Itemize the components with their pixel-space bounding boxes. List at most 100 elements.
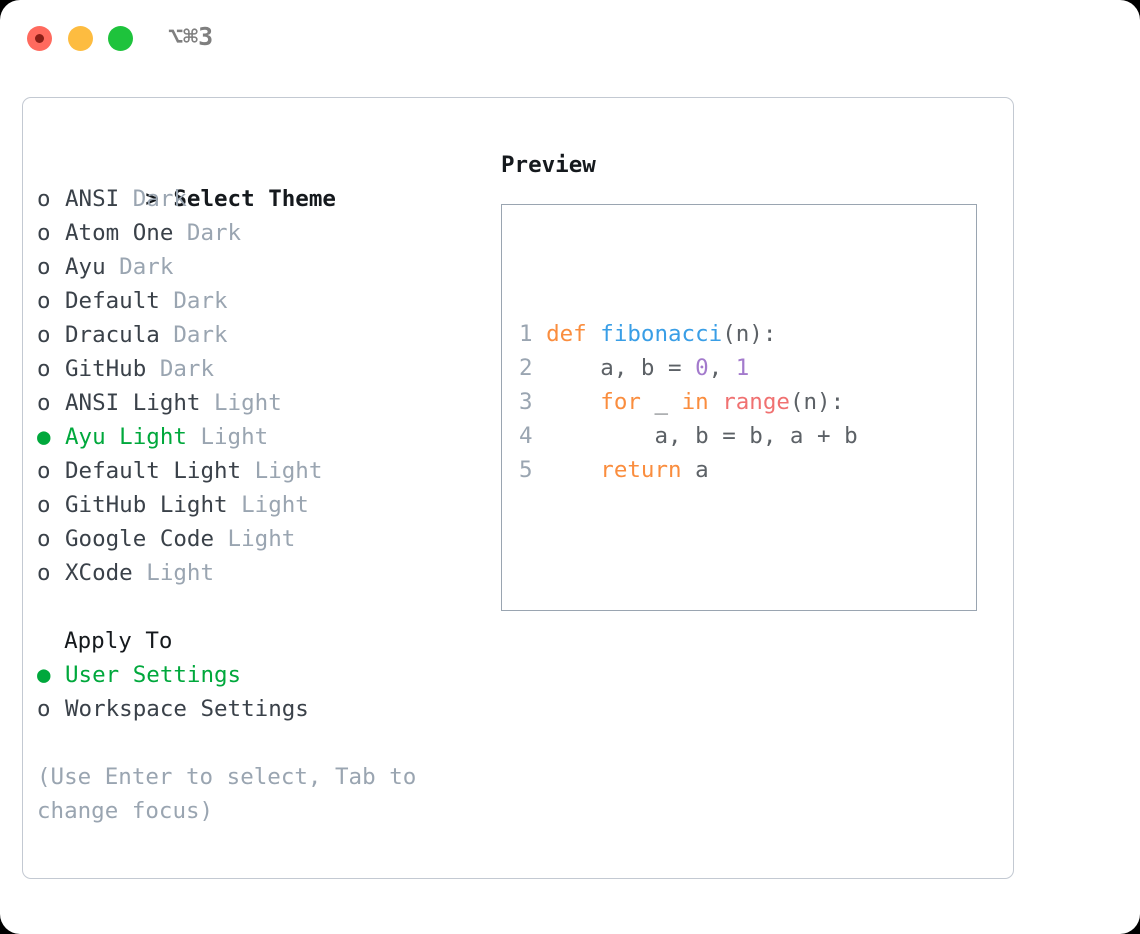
- theme-option-label: Google Code: [65, 526, 215, 552]
- code-token: def: [546, 321, 587, 347]
- apply-to-option-label: User Settings: [65, 662, 242, 688]
- code-token: fibonacci: [600, 321, 723, 347]
- theme-variant-badge: Dark: [119, 186, 187, 212]
- theme-option-ayu-light[interactable]: ● Ayu Light Light: [37, 420, 477, 454]
- theme-variant-badge: Dark: [159, 322, 228, 348]
- radio-unselected-icon: o: [37, 288, 65, 314]
- apply-to-heading: Apply To: [37, 628, 173, 654]
- theme-variant-badge: Dark: [105, 254, 174, 280]
- code-token: 0: [695, 355, 709, 381]
- theme-option-label: GitHub Light: [65, 492, 228, 518]
- theme-option-github[interactable]: o GitHub Dark: [37, 352, 477, 386]
- code-token: (n):: [789, 389, 845, 415]
- radio-unselected-icon: o: [37, 254, 65, 280]
- code-gutter-space: [533, 423, 547, 449]
- theme-variant-badge: Light: [214, 526, 296, 552]
- radio-unselected-icon: o: [37, 390, 65, 416]
- code-blank-line: [519, 555, 898, 589]
- code-gutter-space: [533, 457, 547, 483]
- theme-option-label: Ayu Light: [65, 424, 187, 450]
- theme-option-google-code[interactable]: o Google Code Light: [37, 522, 477, 556]
- code-token: [546, 457, 600, 483]
- code-line: 3 for _ in range(n):: [519, 385, 898, 419]
- theme-variant-badge: Dark: [146, 356, 215, 382]
- code-line-number: 2: [519, 355, 533, 381]
- preview-title: Preview: [501, 152, 596, 178]
- maximize-window-button[interactable]: [108, 26, 133, 51]
- theme-option-label: ANSI Light: [65, 390, 201, 416]
- code-line-number: 3: [519, 389, 533, 415]
- code-token: [546, 389, 600, 415]
- code-line-number: 1: [519, 321, 533, 347]
- radio-unselected-icon: o: [37, 526, 65, 552]
- radio-unselected-icon: o: [37, 458, 65, 484]
- theme-variant-badge: Dark: [173, 220, 242, 246]
- theme-option-label: Default: [65, 288, 160, 314]
- minimize-window-button[interactable]: [68, 26, 93, 51]
- code-line: 1 def fibonacci(n):: [519, 317, 898, 351]
- theme-variant-badge: Light: [241, 458, 323, 484]
- title-bar: ⌥⌘3: [0, 0, 1140, 78]
- code-gutter-space: [533, 321, 547, 347]
- code-line-number: 5: [519, 457, 533, 483]
- radio-unselected-icon: o: [37, 356, 65, 382]
- theme-option-ansi[interactable]: o ANSI Dark: [37, 182, 477, 216]
- code-token: return: [600, 457, 682, 483]
- code-token: [709, 389, 723, 415]
- code-line: 5 return a: [519, 453, 898, 487]
- code-token: 1: [735, 355, 750, 381]
- preview-panel: Preview 1 def fibonacci(n):2 a, b = 0, 1…: [501, 148, 1001, 611]
- theme-option-atom-one[interactable]: o Atom One Dark: [37, 216, 477, 250]
- theme-option-ayu[interactable]: o Ayu Dark: [37, 250, 477, 284]
- theme-variant-badge: Light: [200, 390, 282, 416]
- code-token: a, b =: [546, 355, 696, 381]
- theme-option-default-light[interactable]: o Default Light Light: [37, 454, 477, 488]
- code-token: (n):: [722, 321, 777, 347]
- theme-option-label: Ayu: [65, 254, 106, 280]
- code-line: 2 a, b = 0, 1: [519, 351, 898, 385]
- select-theme-heading-label: Select Theme: [173, 186, 336, 212]
- theme-variant-badge: Light: [132, 560, 215, 586]
- code-gutter-space: [533, 389, 547, 415]
- apply-to-option-user-settings[interactable]: ● User Settings: [37, 658, 477, 692]
- theme-option-label: Default Light: [65, 458, 242, 484]
- radio-unselected-icon: o: [37, 186, 65, 212]
- theme-option-xcode[interactable]: o XCode Light: [37, 556, 477, 590]
- code-token: a, b = b, a + b: [546, 423, 858, 449]
- code-line-number: 4: [519, 423, 533, 449]
- code-token: _: [640, 389, 682, 415]
- keyboard-shortcut-label: ⌥⌘3: [168, 22, 214, 51]
- radio-unselected-icon: o: [37, 492, 65, 518]
- theme-option-ansi-light[interactable]: o ANSI Light Light: [37, 386, 477, 420]
- apply-to-option-workspace-settings[interactable]: o Workspace Settings: [37, 692, 477, 726]
- radio-unselected-icon: o: [37, 560, 65, 586]
- theme-option-label: XCode: [65, 560, 133, 586]
- radio-selected-icon: ●: [37, 424, 65, 450]
- code-token: ,: [708, 355, 736, 381]
- theme-option-label: Dracula: [65, 322, 160, 348]
- theme-variant-badge: Light: [227, 492, 309, 518]
- select-theme-heading: > Select Theme: [37, 148, 477, 212]
- theme-option-default[interactable]: o Default Dark: [37, 284, 477, 318]
- close-window-button[interactable]: [27, 26, 52, 51]
- code-gutter-space: [533, 355, 547, 381]
- theme-option-github-light[interactable]: o GitHub Light Light: [37, 488, 477, 522]
- code-token: for: [600, 389, 641, 415]
- code-token: in: [681, 389, 709, 415]
- theme-option-dracula[interactable]: o Dracula Dark: [37, 318, 477, 352]
- code-token: [587, 321, 601, 347]
- code-token: a: [681, 457, 709, 483]
- radio-unselected-icon: o: [37, 322, 65, 348]
- radio-unselected-icon: o: [37, 696, 65, 722]
- code-line: 4 a, b = b, a + b: [519, 419, 898, 453]
- list-spacer: [37, 590, 477, 624]
- code-token: range: [722, 389, 790, 415]
- keyboard-hint-text: (Use Enter to select, Tab to change focu…: [37, 764, 430, 824]
- radio-selected-icon: ●: [37, 662, 65, 688]
